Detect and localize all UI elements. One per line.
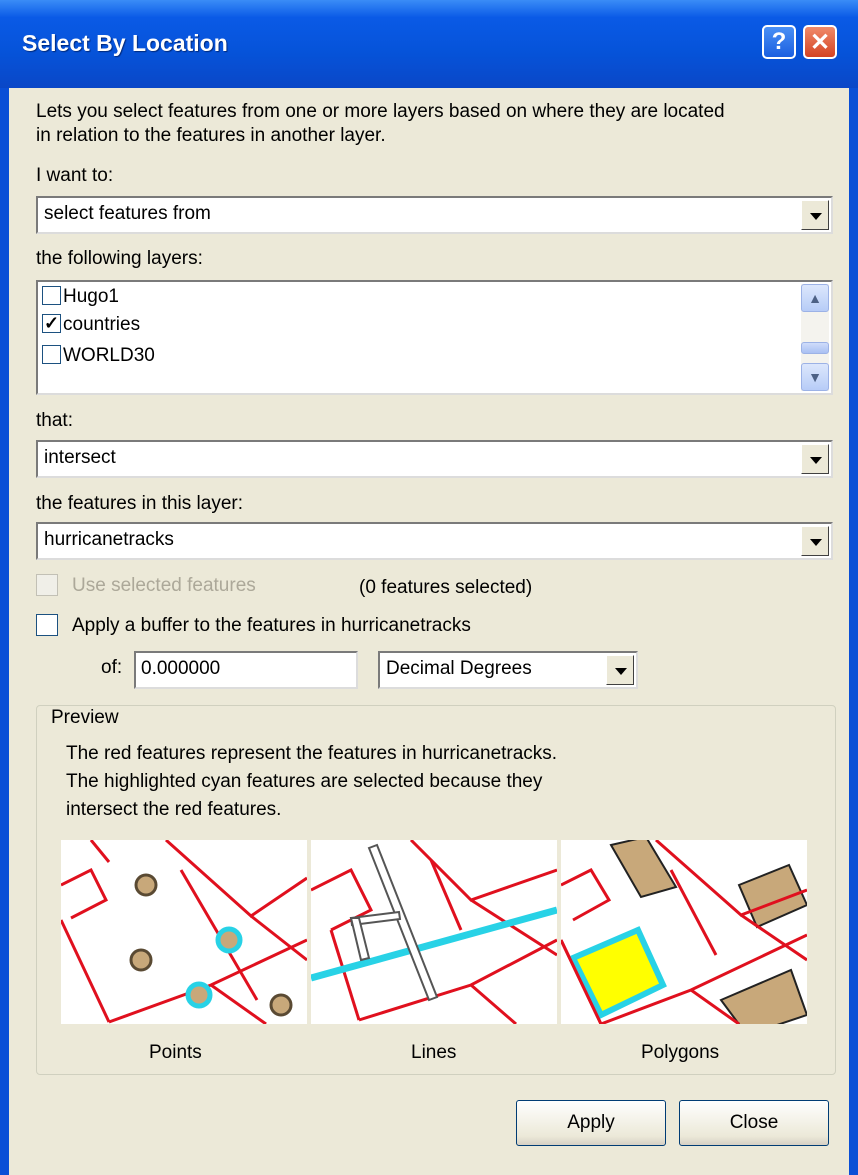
layers-listbox[interactable]: Hugo1 countries WORLD30 ▲ ▼ — [36, 280, 833, 395]
method-dropdown[interactable]: select features from — [36, 196, 833, 234]
close-button[interactable]: Close — [679, 1100, 829, 1146]
layer-name: WORLD30 — [63, 345, 155, 366]
scroll-down-icon[interactable]: ▼ — [801, 363, 829, 391]
layer-item-countries[interactable]: countries — [42, 311, 141, 337]
preview-groupbox — [36, 705, 836, 1075]
buffer-distance-input[interactable]: 0.000000 — [134, 651, 358, 689]
preview-line-1: The red features represent the features … — [66, 743, 558, 764]
close-icon: ✕ — [809, 28, 831, 56]
polygons-preview-image — [561, 840, 807, 1024]
scroll-thumb[interactable] — [801, 342, 829, 354]
preview-line-3: intersect the red features. — [66, 799, 282, 820]
method-value: select features from — [44, 203, 211, 224]
preview-label: Preview — [47, 707, 123, 729]
points-caption: Points — [149, 1042, 202, 1063]
lines-caption: Lines — [411, 1042, 457, 1063]
chevron-down-icon[interactable] — [801, 200, 829, 230]
lines-preview-image — [311, 840, 557, 1024]
points-preview-image — [61, 840, 307, 1024]
relation-dropdown[interactable]: intersect — [36, 440, 833, 478]
layer-item-hugo1[interactable]: Hugo1 — [42, 285, 119, 309]
use-selected-checkbox[interactable] — [36, 574, 58, 596]
description-line-2: in relation to the features in another l… — [36, 125, 386, 146]
layers-scrollbar[interactable]: ▲ ▼ — [801, 284, 829, 391]
buffer-checkbox[interactable] — [36, 614, 58, 636]
polygons-caption: Polygons — [641, 1042, 720, 1063]
preview-line-2: The highlighted cyan features are select… — [66, 771, 543, 792]
buffer-units-dropdown[interactable]: Decimal Degrees — [378, 651, 638, 689]
layer-checkbox-countries[interactable] — [42, 311, 61, 335]
buffer-distance-value: 0.000000 — [141, 658, 221, 679]
relation-value: intersect — [44, 447, 116, 468]
relation-label: that: — [36, 410, 73, 431]
source-layer-value: hurricanetracks — [44, 529, 174, 550]
buffer-label: Apply a buffer to the features in hurric… — [72, 615, 471, 636]
chevron-down-icon[interactable] — [606, 655, 634, 685]
selected-count-text: (0 features selected) — [359, 577, 533, 598]
dialog-title: Select By Location — [22, 30, 228, 56]
buffer-units-value: Decimal Degrees — [386, 658, 532, 679]
method-label: I want to: — [36, 165, 114, 186]
title-bar[interactable]: Select By Location ? ✕ — [0, 0, 858, 88]
source-layer-dropdown[interactable]: hurricanetracks — [36, 522, 833, 560]
layer-checkbox-hugo1[interactable] — [42, 286, 61, 305]
scroll-up-icon[interactable]: ▲ — [801, 284, 829, 312]
description-line-1: Lets you select features from one or mor… — [36, 101, 725, 122]
close-window-button[interactable]: ✕ — [803, 25, 837, 59]
apply-button[interactable]: Apply — [516, 1100, 666, 1146]
use-selected-label: Use selected features — [72, 575, 256, 596]
dialog-body: Lets you select features from one or mor… — [9, 88, 849, 1175]
source-layer-label: the features in this layer: — [36, 493, 243, 514]
layer-item-world30[interactable]: WORLD30 — [42, 344, 155, 368]
help-icon: ? — [771, 28, 787, 55]
layers-label: the following layers: — [36, 248, 203, 269]
help-button[interactable]: ? — [762, 25, 796, 59]
chevron-down-icon[interactable] — [801, 444, 829, 474]
layer-name: Hugo1 — [63, 286, 119, 307]
layer-name: countries — [63, 314, 141, 335]
buffer-of-label: of: — [101, 657, 123, 678]
layer-checkbox-world30[interactable] — [42, 345, 61, 364]
chevron-down-icon[interactable] — [801, 526, 829, 556]
